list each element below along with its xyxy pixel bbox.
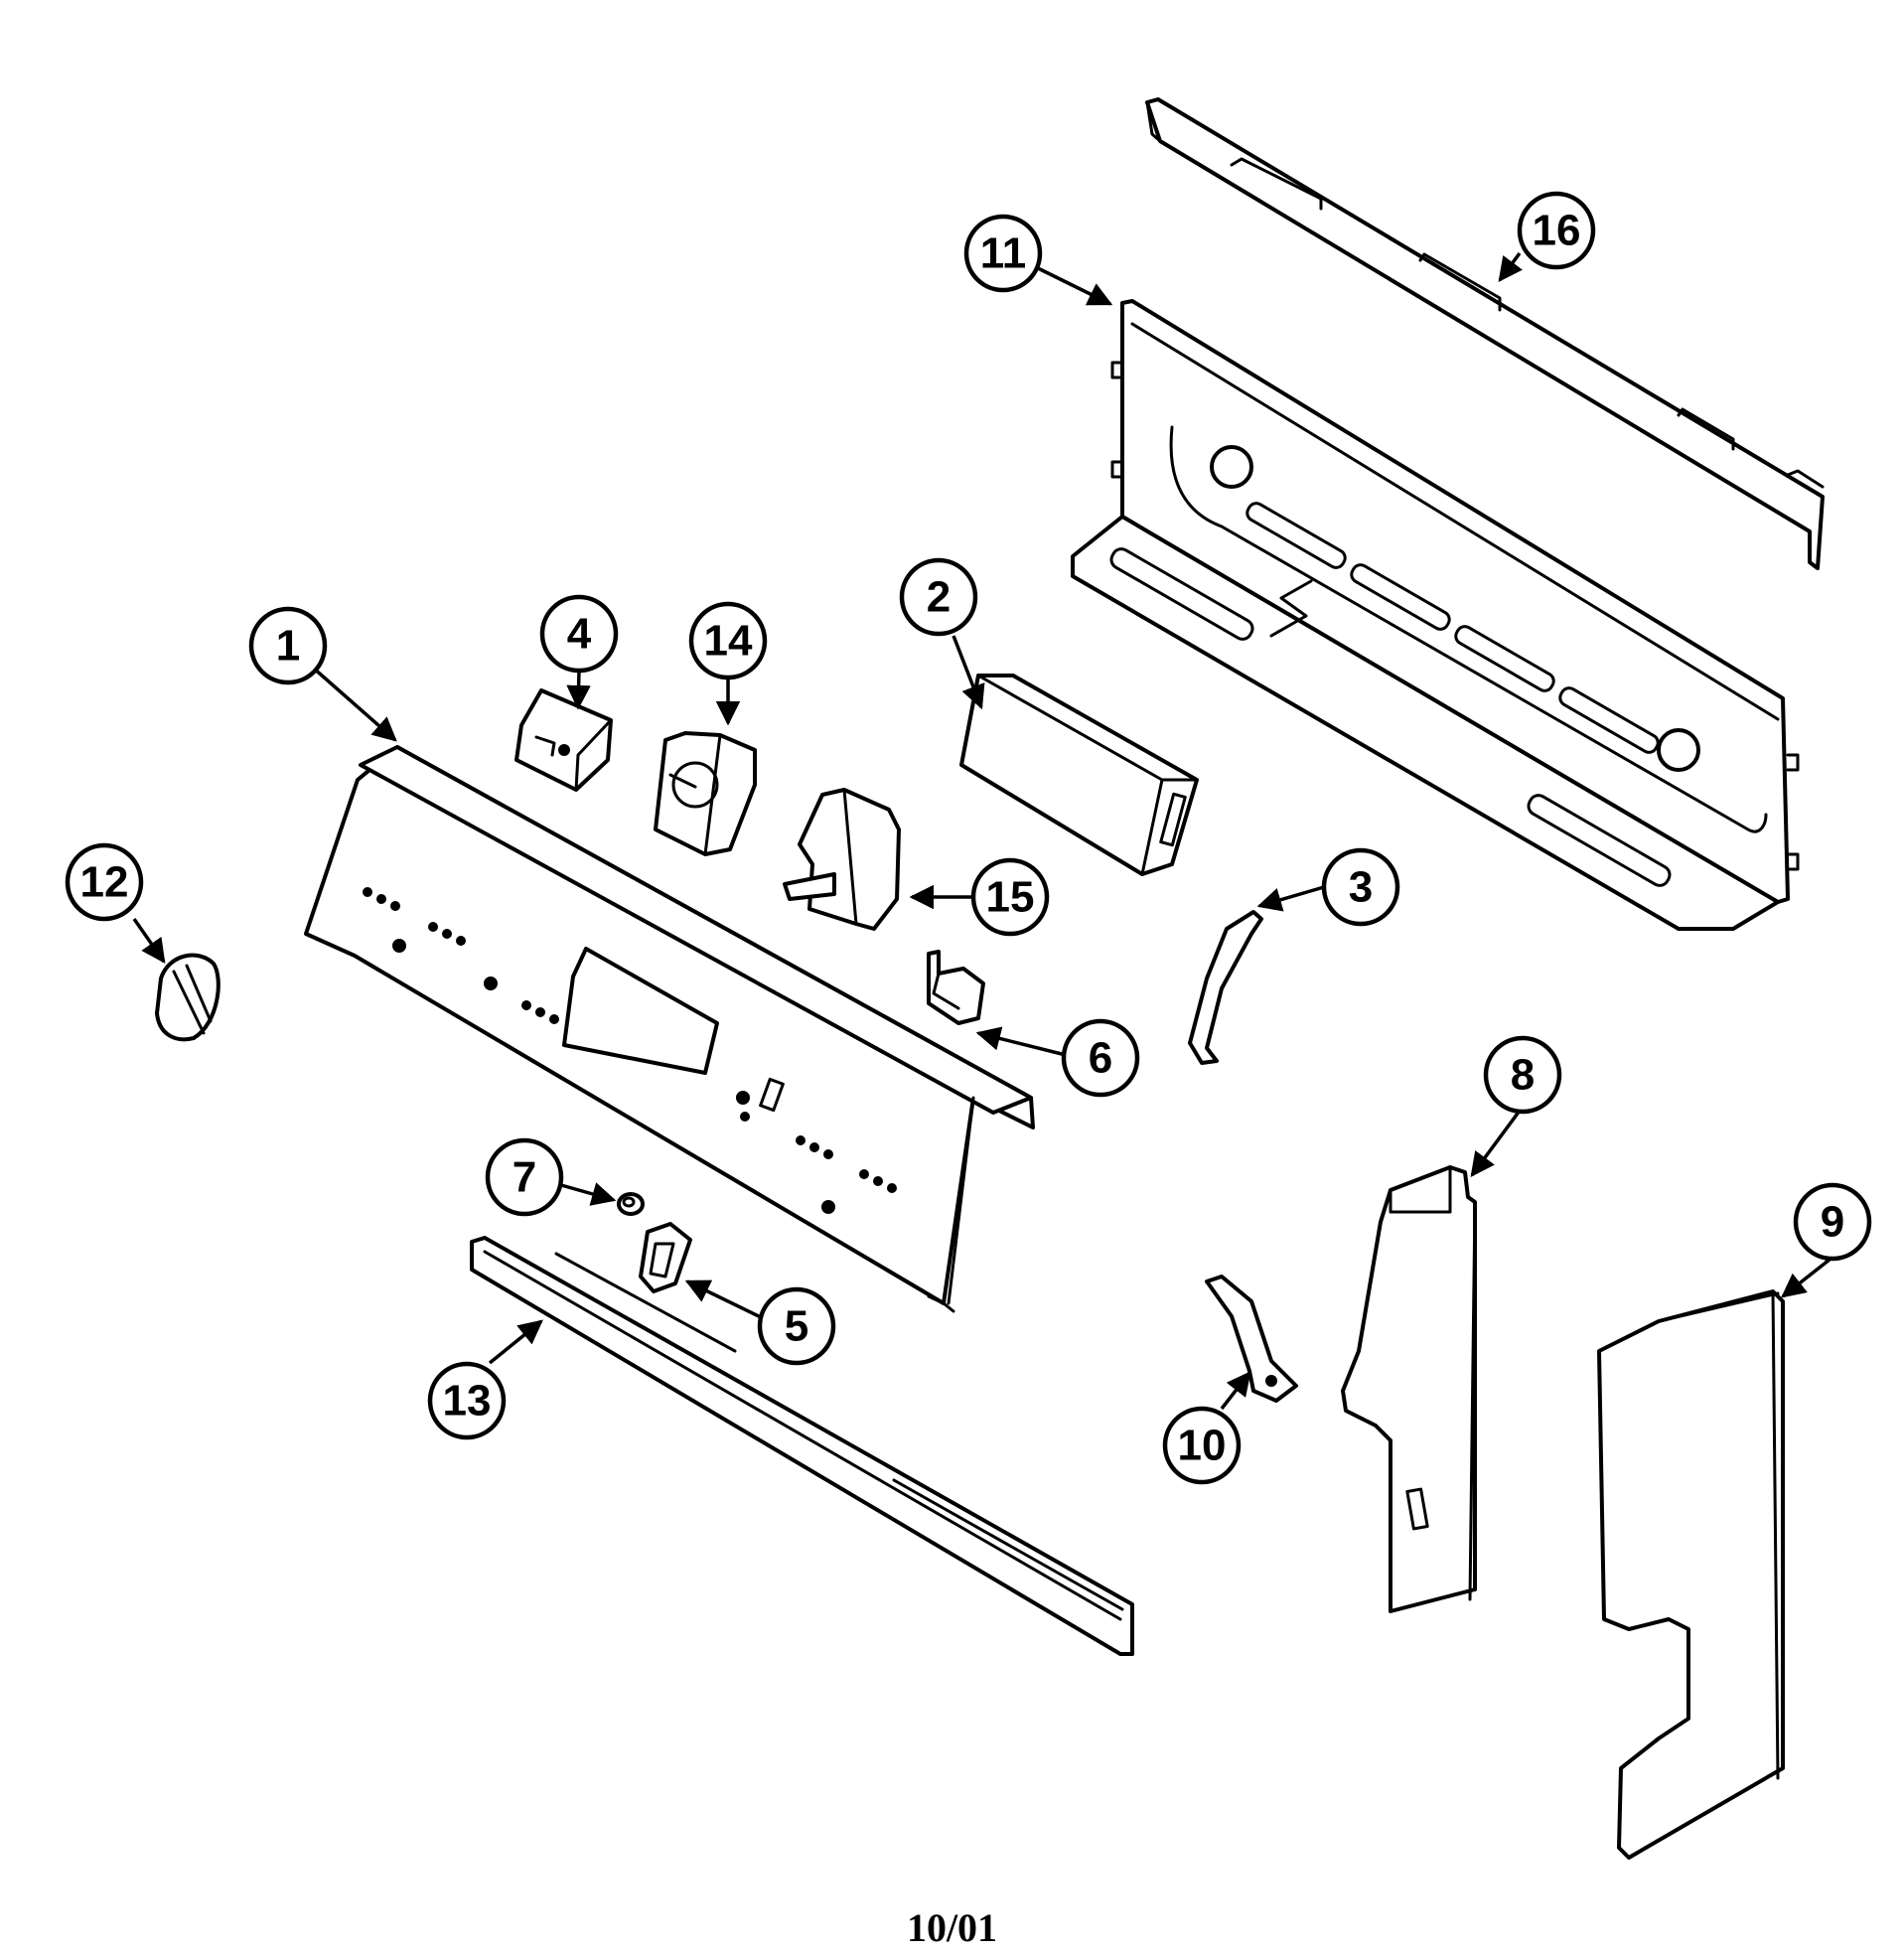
leader-7 <box>560 1182 617 1206</box>
callout-14: 14 <box>688 601 768 680</box>
callout-9-label: 9 <box>1821 1198 1844 1247</box>
part-16-rear-trim-strip <box>1145 97 1825 570</box>
revision-date: 10/01 <box>906 1905 998 1950</box>
leader-9 <box>1781 1258 1831 1298</box>
leader-8 <box>1470 1109 1522 1177</box>
callout-3: 3 <box>1321 847 1400 927</box>
callout-4-label: 4 <box>567 610 592 659</box>
callout-8: 8 <box>1483 1035 1562 1115</box>
part-5-rocker-switch <box>639 1222 692 1293</box>
leader-lines <box>132 251 1831 1411</box>
leader-10 <box>1220 1371 1251 1411</box>
leader-12 <box>132 917 166 965</box>
callout-16-label: 16 <box>1533 207 1581 255</box>
callout-4: 4 <box>539 594 619 674</box>
callout-11-label: 11 <box>980 229 1027 278</box>
callout-1: 1 <box>248 606 328 685</box>
part-6-clip <box>927 950 985 1025</box>
part-9-end-cap <box>1597 1289 1785 1860</box>
part-11-backguard-panel <box>1071 299 1800 931</box>
callout-15: 15 <box>970 857 1050 937</box>
callout-12-label: 12 <box>80 858 129 907</box>
callout-10-label: 10 <box>1178 1422 1227 1470</box>
leader-1 <box>311 666 397 742</box>
part-8-side-trim <box>1341 1165 1477 1613</box>
part-2-electronic-control <box>959 674 1199 876</box>
callout-15-label: 15 <box>986 873 1035 922</box>
callout-8-label: 8 <box>1511 1051 1535 1100</box>
part-4-timer-module <box>514 688 613 792</box>
leader-4 <box>566 670 591 710</box>
callout-10: 10 <box>1162 1406 1242 1485</box>
part-13-bottom-trim <box>470 1236 1134 1656</box>
callout-2: 2 <box>899 557 978 637</box>
callout-13-label: 13 <box>443 1377 492 1426</box>
callout-7: 7 <box>485 1137 564 1217</box>
callout-11: 11 <box>963 214 1043 293</box>
part-14-rotary-switch <box>654 731 757 856</box>
callout-6: 6 <box>1061 1018 1140 1098</box>
callout-16: 16 <box>1517 191 1596 270</box>
leader-16 <box>1498 251 1523 282</box>
callout-5: 5 <box>757 1286 836 1366</box>
leader-2 <box>952 635 985 710</box>
callout-1-label: 1 <box>276 622 300 671</box>
callout-3-label: 3 <box>1349 863 1373 912</box>
callout-9: 9 <box>1793 1182 1872 1262</box>
part-1-control-panel <box>304 745 1035 1313</box>
part-7-push-button <box>617 1192 645 1216</box>
callout-13: 13 <box>427 1361 507 1440</box>
part-15-infinite-switch <box>783 788 901 931</box>
leader-11 <box>1037 266 1113 306</box>
leader-6 <box>975 1026 1067 1057</box>
leader-5 <box>684 1279 766 1321</box>
part-3-bracket <box>1188 910 1263 1065</box>
part-12-control-knob <box>155 953 220 1042</box>
callout-5-label: 5 <box>785 1302 808 1351</box>
part-10-bracket <box>1205 1275 1298 1403</box>
callout-2-label: 2 <box>927 573 951 622</box>
leader-3 <box>1256 885 1325 912</box>
callout-7-label: 7 <box>513 1153 536 1202</box>
callout-12: 12 <box>65 842 144 922</box>
callout-14-label: 14 <box>704 617 753 666</box>
leader-13 <box>488 1319 543 1365</box>
callout-6-label: 6 <box>1089 1034 1112 1083</box>
